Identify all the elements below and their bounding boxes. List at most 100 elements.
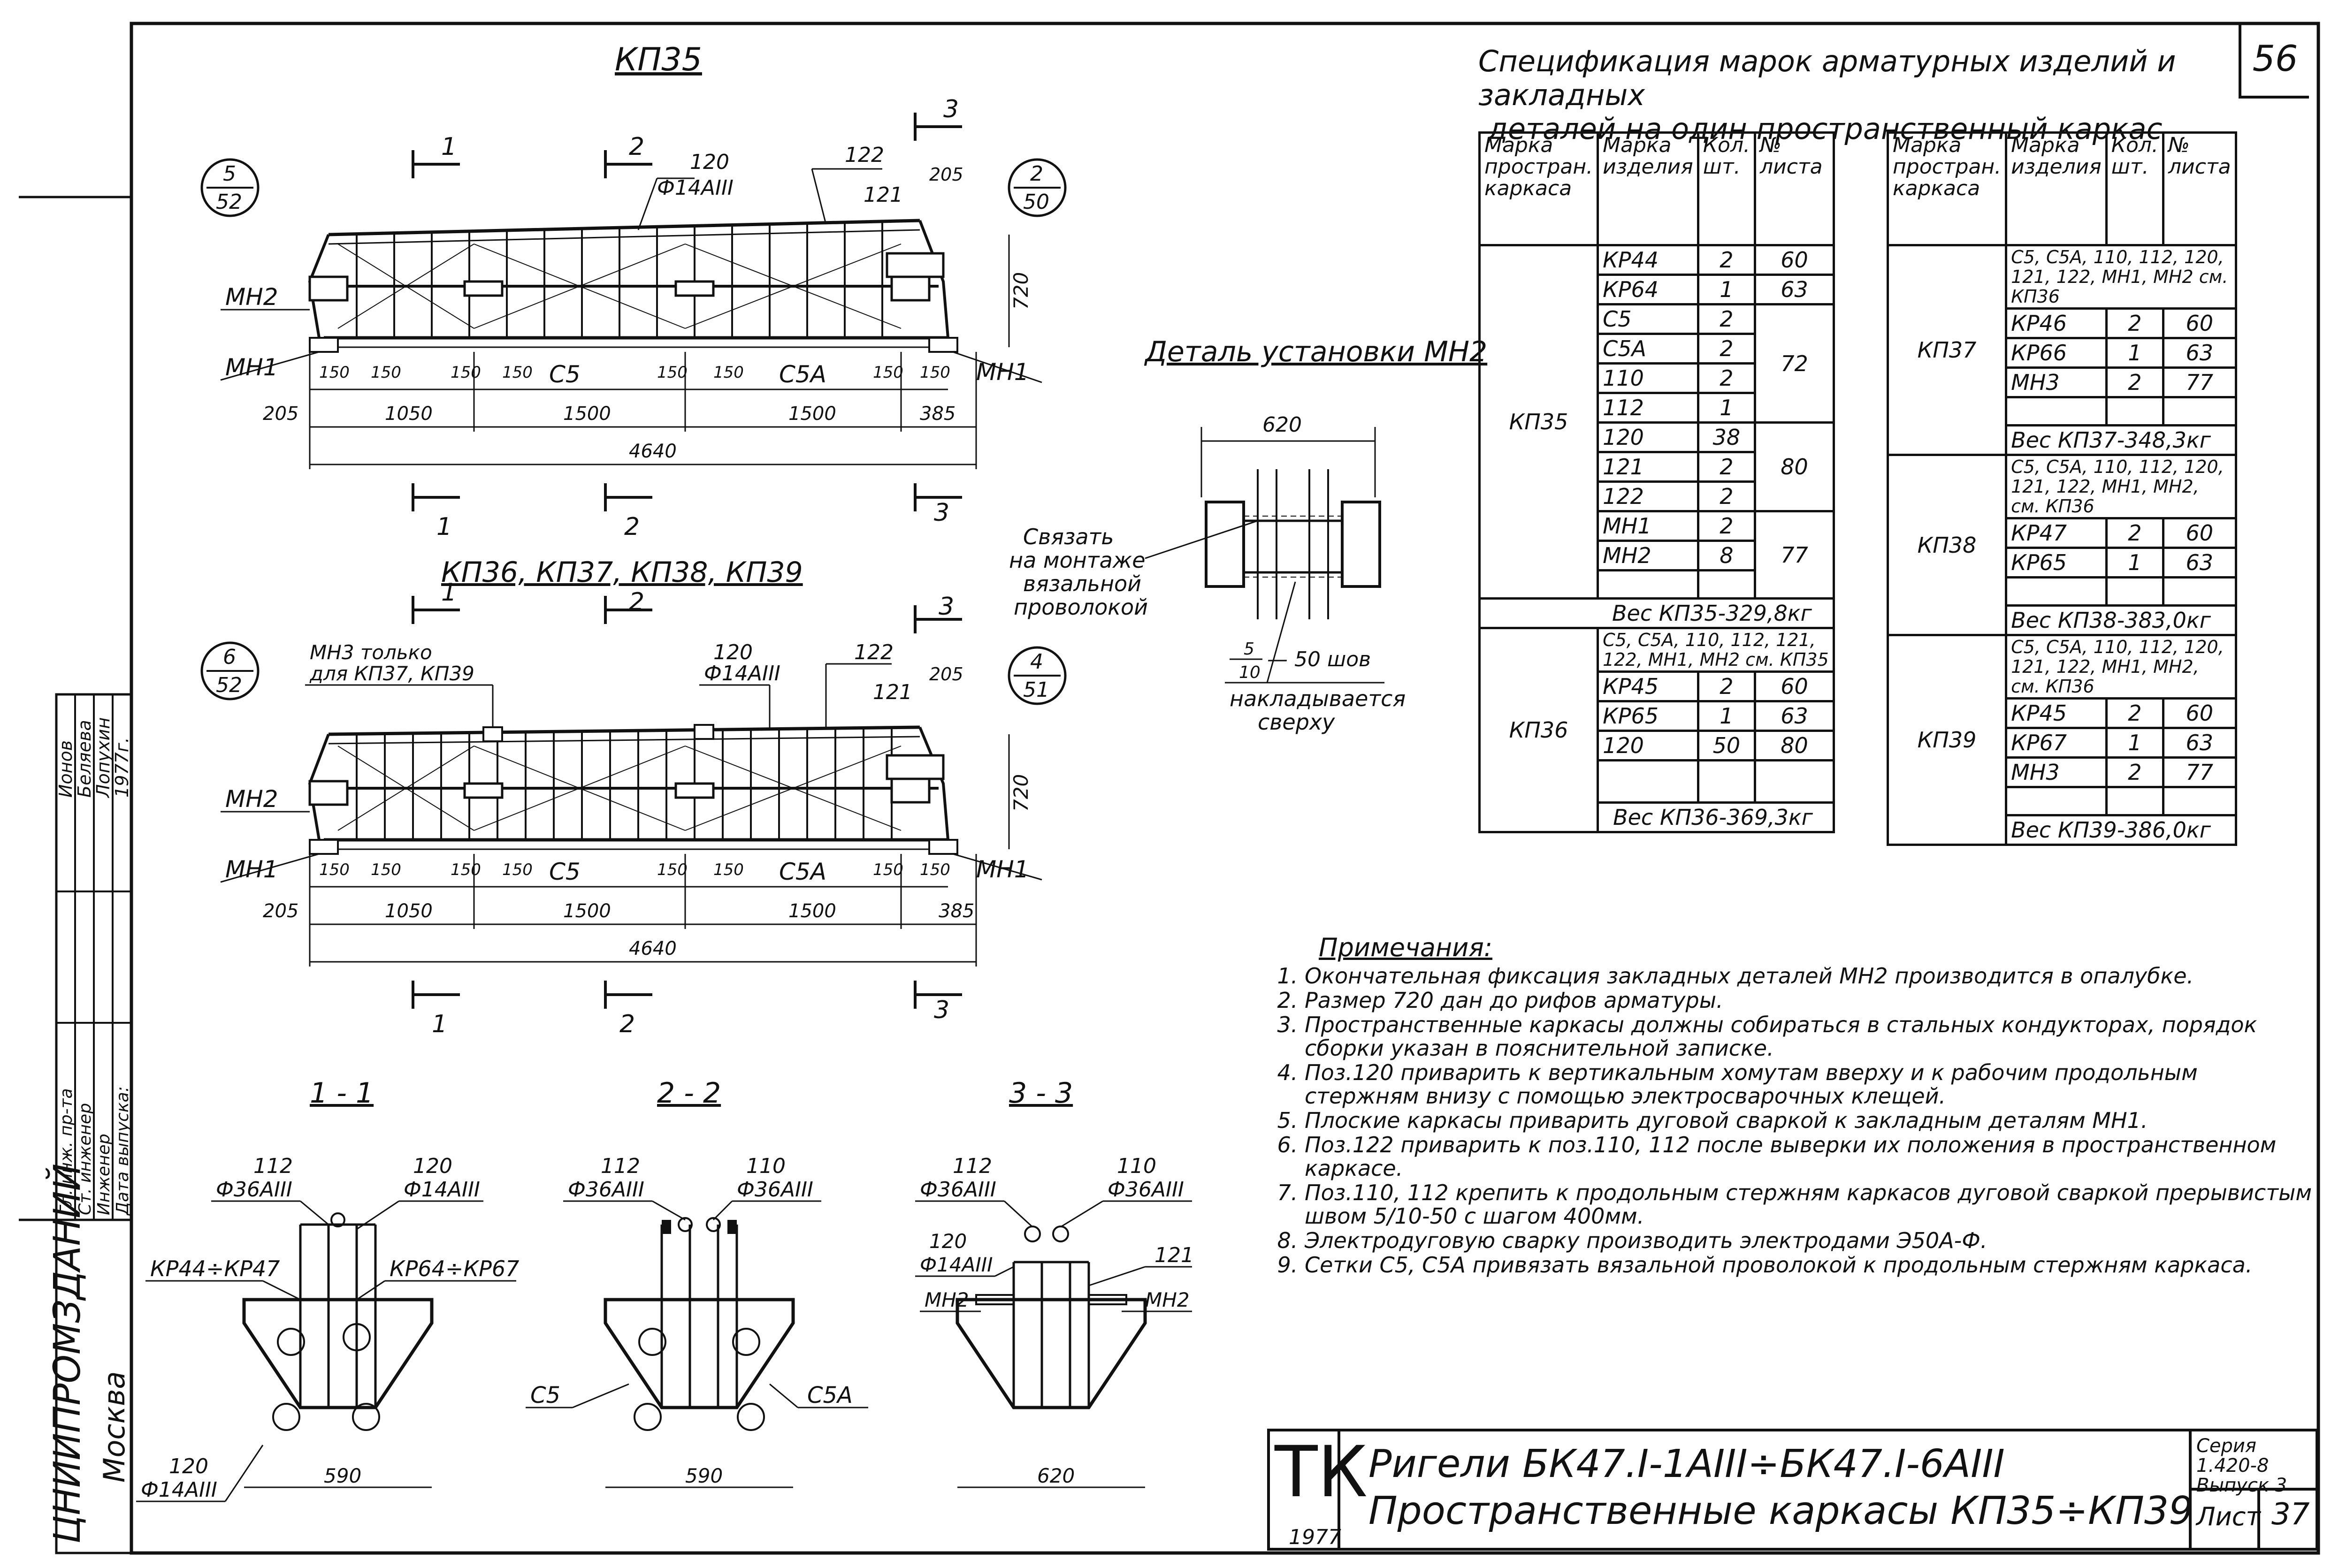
kp35-label-121: 121	[864, 183, 903, 207]
side-name-3: Лопухин	[93, 717, 114, 799]
spec-right-h-sheet: № листа	[2162, 131, 2237, 246]
s22-title: 2 - 2	[657, 1077, 721, 1110]
detail-weld-e: сверху	[1258, 709, 1335, 735]
series-line-1: Серия 1.420-8	[2196, 1435, 2269, 1477]
table-row: КР65	[2005, 547, 2108, 578]
section-1-1: 1 - 1 112 Ф36АIII 120 Ф14АIII КР44÷КР47 …	[136, 1077, 519, 1502]
s33-label-f14: Ф14АIII	[920, 1253, 993, 1276]
kp36-dim-1050: 1050	[385, 900, 433, 922]
detail-weld-d: накладывается	[1230, 686, 1406, 711]
table-row: 112	[1597, 392, 1699, 424]
kp35-title: КП35	[615, 41, 702, 78]
spec-title: Спецификация марок арматурных изделий и …	[1478, 45, 2229, 146]
kp36-ref-right-num: 4	[1030, 650, 1043, 674]
table-row: 120	[1597, 421, 1699, 453]
side-name-4: 1977г.	[112, 737, 132, 798]
table-row: КР45	[2005, 697, 2108, 729]
kp35-sec2-bot: 2	[624, 513, 640, 541]
kp35-dim-150-1: 150	[319, 363, 350, 382]
sheet-number: 37	[2271, 1497, 2310, 1532]
kp35-dim-150-4: 150	[502, 363, 533, 382]
kp36-label-c5a: С5А	[779, 858, 826, 885]
table-row: МН2	[1597, 540, 1699, 571]
kp35-dim-205: 205	[263, 403, 298, 425]
kp36-mn3-note-a: МН3 только	[310, 641, 432, 664]
s33-label-112: 112	[953, 1154, 992, 1178]
spec-table-left: Марка простран. каркаса Марка изделия Ко…	[1478, 131, 1835, 833]
kp35-label-122: 122	[845, 143, 884, 167]
table-row: 120	[1597, 730, 1699, 761]
list-item: Окончательная фиксация закладных деталей…	[1305, 964, 2318, 988]
spec-right-h-item: Марка изделия	[2005, 131, 2108, 246]
s11-label-kr: КР44÷КР47	[150, 1256, 280, 1281]
kp35-dim-1500b: 1500	[788, 403, 836, 425]
list-item: Поз.122 приварить к поз.110, 112 после в…	[1305, 1133, 2318, 1180]
s33-label-f36b: Ф36АIII	[1108, 1178, 1184, 1202]
table-row: КР46	[2005, 307, 2108, 339]
s11-label-120b: 120	[169, 1454, 208, 1478]
title-block-tk: ТК 1977	[1270, 1431, 1368, 1549]
s11-title: 1 - 1	[310, 1077, 374, 1110]
spec-kp39-note: С5, С5А, 110, 112, 120, 121, 122, МН1, М…	[2005, 634, 2237, 700]
kp36-label-205: 205	[929, 664, 963, 685]
kp36-label-c5: С5	[549, 858, 581, 885]
title-line-1: Ригели БК47.I-1АIII÷БК47.I-6АIII	[1368, 1442, 2005, 1486]
spec-kp38-weight: Вес КП38-383,0кг	[2005, 604, 2237, 636]
detail-tie-b: на монтаже	[1009, 548, 1146, 573]
detail-tie-d: проволокой	[1014, 594, 1148, 620]
notes-list: Окончательная фиксация закладных деталей…	[1262, 964, 2318, 1277]
list-item: Сетки С5, С5А привязать вязальной провол…	[1305, 1253, 2318, 1277]
s22-dim-590: 590	[685, 1464, 723, 1487]
table-row: КР65	[1597, 700, 1699, 732]
kp36-sec3-top: 3	[939, 593, 954, 621]
kp36-dim-150-3: 150	[451, 860, 481, 879]
spec-kp36-weight: Вес КП36-369,3кг	[1597, 801, 1835, 833]
s22-label-112: 112	[601, 1154, 640, 1178]
kp36-dim-150-4: 150	[502, 860, 533, 879]
spec-kp37-note: С5, С5А, 110, 112, 120, 121, 122, МН1, М…	[2005, 244, 2237, 310]
kp36-stirrups	[356, 728, 893, 840]
table-row: КР64	[1597, 274, 1699, 305]
s11-label-f14b: Ф14АIII	[141, 1478, 217, 1502]
kp36-elevation: КП36, КП37, КП38, КП39 6 52 4 51	[200, 556, 1067, 1038]
kp36-label-122: 122	[854, 640, 894, 664]
spec-kp35-weight: Вес КП35-329,8кг	[1478, 597, 1835, 629]
kp36-label-720: 720	[1009, 774, 1032, 812]
title-block-year: 1977	[1289, 1525, 1341, 1549]
kp36-label-f14: Ф14АIII	[704, 662, 780, 685]
kp35-dim-385: 385	[920, 403, 955, 425]
kp36-dim-150-7: 150	[873, 860, 903, 879]
kp35-sec1-top: 1	[441, 133, 457, 161]
detail-tie-c: вязальной	[1023, 571, 1141, 596]
kp35-dim-4640: 4640	[629, 441, 677, 462]
kp35-dim-150-8: 150	[920, 363, 950, 382]
kp35-label-720: 720	[1009, 272, 1032, 310]
s33-label-mn2a: МН2	[925, 1288, 969, 1311]
detail-tie-a: Связать	[1023, 524, 1114, 549]
s33-label-f36a: Ф36АIII	[920, 1178, 996, 1202]
table-row: 110	[1597, 362, 1699, 394]
s11-label-f36: Ф36АIII	[216, 1178, 292, 1202]
spec-right-h-frame: Марка простран. каркаса	[1886, 131, 2008, 246]
kp36-mn3-note-b: для КП37, КП39	[309, 662, 474, 685]
kp35-ref-left-den: 52	[216, 190, 242, 214]
side-name-1: Ионов	[55, 740, 76, 798]
table-row: С5А	[1597, 333, 1699, 365]
spec-title-line1: Спецификация марок арматурных изделий и …	[1478, 44, 2176, 112]
side-stamp	[19, 196, 133, 1554]
table-row: МН3	[2005, 366, 2108, 398]
kp35-elevation: КП35 5 52 2 50	[200, 41, 1067, 541]
spec-left-h-frame: Марка простран. каркаса	[1478, 131, 1599, 246]
table-row: 121	[1597, 451, 1699, 483]
spec-left-h-qty: Кол. шт.	[1697, 131, 1757, 246]
kp35-dim-150-6: 150	[713, 363, 744, 382]
list-item: Плоские каркасы приварить дуговой сварко…	[1305, 1109, 2318, 1132]
kp36-dim-4640: 4640	[629, 938, 677, 959]
side-role-1: Гл. инж. пр-та	[57, 1088, 76, 1215]
list-item: Электродуговую сварку производить электр…	[1305, 1229, 2318, 1252]
kp36-dim-150-8: 150	[920, 860, 950, 879]
side-name-2: Беляева	[74, 720, 95, 798]
series-line-2: Выпуск 3	[2196, 1475, 2287, 1496]
table-row: МН1	[1597, 510, 1699, 542]
kp35-ref-right-num: 2	[1030, 162, 1043, 186]
